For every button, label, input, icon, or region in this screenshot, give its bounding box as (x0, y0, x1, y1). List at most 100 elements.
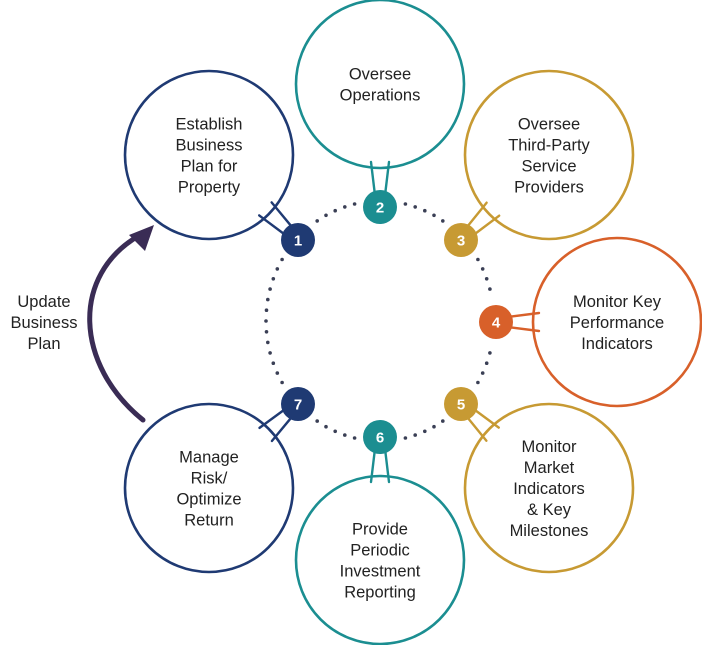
ring-dot (315, 419, 320, 423)
step-1-circle (123, 69, 295, 241)
step-4-connector (509, 311, 541, 318)
ring-dot (413, 205, 418, 209)
step-1-label-line: Plan for (181, 158, 238, 176)
step-7-circle (123, 402, 295, 574)
step-1-label-line: Property (178, 179, 241, 197)
step-6-number: 6 (376, 430, 384, 447)
step-5-connector (466, 417, 488, 442)
step-4-connector (509, 326, 541, 333)
step-5-number: 5 (457, 397, 465, 414)
ring-dot (315, 219, 320, 223)
ring-dot (441, 419, 445, 423)
update-arrow-curve (87, 232, 146, 423)
step-3-badge (444, 223, 478, 257)
ring-dot (423, 429, 427, 434)
step-7-connector (258, 409, 285, 430)
step-2-circle (294, 0, 466, 170)
step-1-number: 1 (294, 233, 302, 250)
step-4-label-line: Indicators (581, 335, 653, 353)
step-6-label-line: Investment (340, 563, 421, 581)
ring-dot (413, 433, 418, 437)
step-7-connector (270, 417, 292, 443)
ring-dot (488, 287, 492, 291)
step-1-connector (258, 214, 285, 235)
ring-dot (423, 208, 427, 213)
step-5-label-line: Indicators (513, 480, 585, 498)
step-6-label-line: Provide (352, 521, 408, 539)
step-2-connector (384, 160, 391, 194)
ring-dot (343, 433, 347, 437)
dotted-ring (264, 202, 492, 440)
step-1-badge (281, 223, 315, 257)
ring-dot (280, 257, 284, 262)
ring-dot (264, 330, 269, 334)
ring-dot (476, 257, 480, 262)
ring-dot (271, 277, 276, 281)
ring-dot (324, 424, 328, 429)
ring-dot (484, 361, 489, 366)
ring-dot (441, 219, 445, 223)
ring-dot (333, 429, 338, 434)
step-5-circle (463, 402, 635, 574)
ring-dot (280, 380, 284, 385)
ring-dot (403, 202, 408, 206)
step-7-number: 7 (294, 397, 302, 414)
step-4-label-line: Performance (570, 314, 664, 332)
step-3-connector (474, 214, 501, 235)
update-arrow-head (129, 225, 154, 251)
step-7-label-line: Manage (179, 449, 239, 467)
step-5-label-line: Market (524, 459, 575, 477)
ring-dot (480, 371, 485, 375)
step-2-label-line: Operations (340, 87, 421, 105)
ring-dot (352, 202, 357, 206)
ring-dot (432, 213, 436, 218)
ring-dot (343, 205, 347, 209)
step-4-number: 4 (492, 315, 501, 332)
ring-dot (266, 340, 270, 345)
step-4-circle (531, 236, 702, 408)
ring-dot (488, 351, 492, 355)
ring-dot (480, 267, 485, 271)
ring-dot (268, 351, 272, 355)
step-6-label-line: Periodic (350, 542, 410, 560)
ring-dot (275, 371, 280, 375)
step-3-connector (466, 201, 488, 227)
step-1-label-line: Establish (176, 116, 243, 134)
ring-dot (275, 267, 280, 271)
ring-dot (403, 436, 408, 440)
step-5-label-line: & Key (527, 501, 572, 519)
step-5-connector (474, 409, 500, 429)
ring-dot (352, 436, 357, 440)
ring-dot (271, 361, 276, 366)
step-7-label-line: Return (184, 512, 234, 530)
step-3-number: 3 (457, 233, 465, 250)
step-3-label-line: Providers (514, 179, 584, 197)
step-5-label-line: Monitor (521, 438, 577, 456)
step-5-label-line: Milestones (510, 522, 589, 540)
ring-dot (432, 424, 436, 429)
step-2-connector (369, 160, 376, 194)
update-business-plan-arrow (87, 225, 154, 423)
ring-dot (324, 213, 328, 218)
ring-dot (484, 277, 489, 281)
ring-dot (264, 319, 268, 323)
step-1-connector (270, 201, 293, 227)
step-6-circle (294, 474, 466, 645)
step-7-label-line: Risk/ (191, 470, 228, 488)
